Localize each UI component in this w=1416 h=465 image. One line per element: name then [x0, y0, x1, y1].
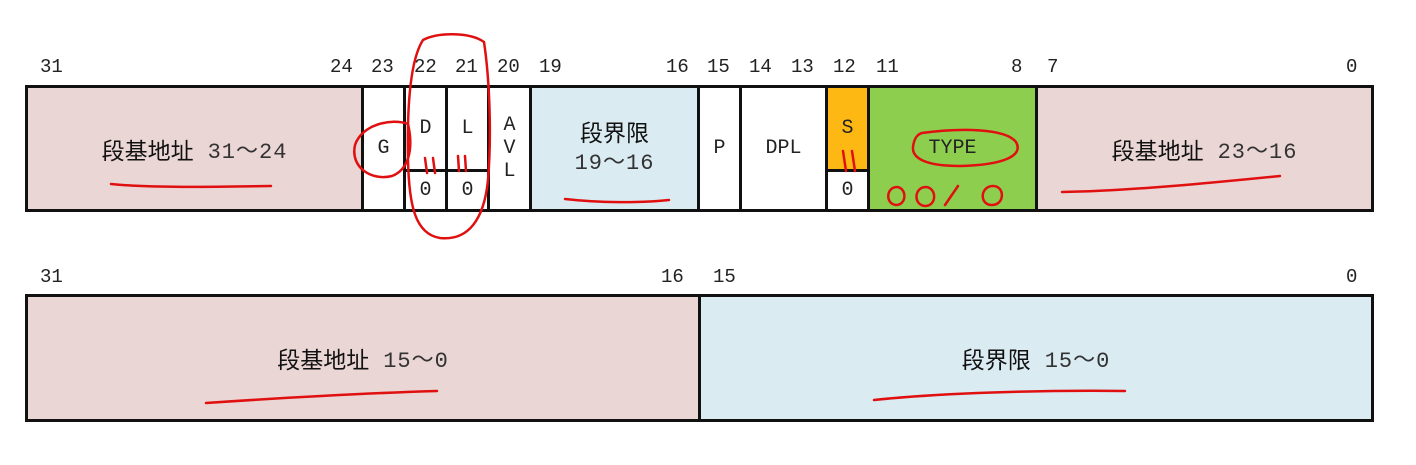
- avl-bit-cell: A V L: [487, 85, 532, 212]
- base-address-range: 31～24: [207, 139, 288, 165]
- bit-label-7: 7: [1047, 56, 1059, 78]
- g-bit-cell: G: [361, 85, 406, 212]
- d-bit-label: D: [419, 117, 432, 140]
- s-bit-label: S: [841, 117, 854, 140]
- base-address-label: 段基地址: [277, 348, 370, 374]
- l-bit-label: L: [461, 117, 474, 140]
- bit-label-16: 16: [666, 56, 689, 78]
- bit-label-0: 0: [1346, 266, 1358, 288]
- base-address-23-16-cell: 段基地址 23～16: [1035, 85, 1374, 212]
- avl-letter-v: V: [503, 137, 516, 160]
- s-bit-value-cell: 0: [825, 169, 870, 212]
- p-bit-cell: P: [697, 85, 742, 212]
- bit-label-14: 14: [749, 56, 772, 78]
- type-field-label: TYPE: [928, 137, 977, 160]
- l-bit-cell: L: [445, 85, 490, 172]
- dpl-field-label: DPL: [765, 137, 802, 160]
- bit-label-21: 21: [455, 56, 478, 78]
- bit-label-31: 31: [40, 56, 63, 78]
- bit-label-20: 20: [497, 56, 520, 78]
- segment-limit-label: 段界限: [961, 348, 1031, 374]
- l-bit-value: 0: [461, 179, 474, 202]
- bit-label-23: 23: [371, 56, 394, 78]
- bit-label-16: 16: [661, 266, 684, 288]
- bit-label-24: 24: [330, 56, 353, 78]
- d-bit-value: 0: [419, 179, 432, 202]
- segment-limit-19-16-cell: 段界限 19～16: [529, 85, 700, 212]
- base-address-15-0-cell: 段基地址 15～0: [25, 294, 701, 422]
- bit-label-15: 15: [707, 56, 730, 78]
- base-address-31-24-cell: 段基地址 31～24: [25, 85, 364, 212]
- bit-label-12: 12: [833, 56, 856, 78]
- type-field-cell: TYPE: [867, 85, 1038, 212]
- base-address-label: 段基地址: [101, 138, 194, 165]
- l-bit-value-cell: 0: [445, 169, 490, 212]
- base-address-range: 23～16: [1217, 139, 1298, 165]
- base-address-range: 15～0: [383, 349, 449, 374]
- segment-limit-range: 15～0: [1044, 349, 1111, 374]
- bit-label-13: 13: [791, 56, 814, 78]
- dpl-field-cell: DPL: [739, 85, 828, 212]
- bit-label-11: 11: [876, 56, 899, 78]
- bit-label-8: 8: [1011, 56, 1023, 78]
- segment-limit-15-0-cell: 段界限 15～0: [698, 294, 1374, 422]
- s-bit-cell: S: [825, 85, 870, 172]
- d-bit-cell: D: [403, 85, 448, 172]
- base-address-label: 段基地址: [1111, 138, 1204, 165]
- g-bit-label: G: [377, 137, 390, 160]
- bit-label-19: 19: [539, 56, 562, 78]
- p-bit-label: P: [713, 137, 726, 160]
- segment-limit-range: 19～16: [574, 151, 655, 177]
- avl-letter-l: L: [503, 160, 516, 183]
- segment-limit-label: 段界限: [580, 120, 649, 147]
- d-bit-value-cell: 0: [403, 169, 448, 212]
- s-bit-value: 0: [841, 179, 854, 202]
- avl-letter-a: A: [503, 114, 516, 137]
- bit-label-15: 15: [713, 266, 736, 288]
- bit-label-31: 31: [40, 266, 63, 288]
- bit-label-22: 22: [414, 56, 437, 78]
- bit-label-0: 0: [1346, 56, 1358, 78]
